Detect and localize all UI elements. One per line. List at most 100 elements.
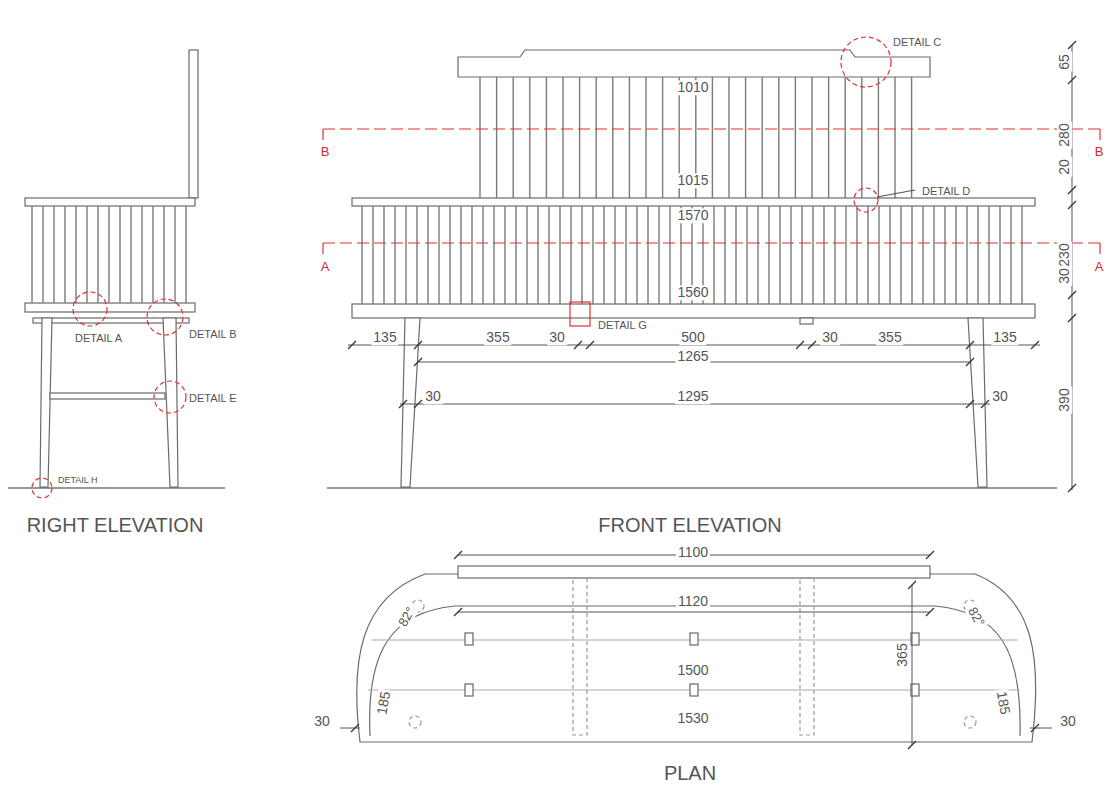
- spindle: [834, 206, 835, 304]
- detail-callout: DETAIL C: [891, 36, 943, 48]
- spindle: [878, 77, 879, 198]
- spindle: [185, 206, 186, 303]
- dimension-tick: [574, 341, 582, 349]
- spindle: [562, 77, 563, 198]
- dimension: 30: [547, 330, 567, 345]
- spindle: [614, 206, 615, 304]
- dimension-tick: [966, 358, 974, 366]
- spindle: [1021, 206, 1022, 304]
- spindle: [867, 206, 868, 304]
- spindle: [152, 206, 153, 303]
- detail-callout: DETAIL H: [56, 476, 100, 486]
- dimension: 135: [371, 330, 398, 345]
- spindle: [548, 206, 549, 304]
- dimension: 30: [1058, 714, 1078, 729]
- spindle: [460, 206, 461, 304]
- spindle: [1010, 206, 1011, 304]
- spindle: [745, 77, 746, 198]
- spindle: [603, 206, 604, 304]
- dimension: 20: [1057, 157, 1072, 177]
- plan-view: [357, 566, 1036, 742]
- spindle: [728, 77, 729, 198]
- dimension-tick: [1068, 41, 1076, 49]
- detail-callout: DETAIL E: [187, 392, 239, 404]
- dimension-tick: [908, 581, 916, 589]
- dimension-tick: [414, 358, 422, 366]
- dimension-tick: [926, 608, 934, 616]
- detail-callout: DETAIL A: [73, 332, 124, 344]
- dimension: 355: [484, 330, 511, 345]
- spindle: [988, 206, 989, 304]
- dimension: 30: [1057, 266, 1072, 286]
- spindle: [757, 206, 758, 304]
- spindle: [823, 206, 824, 304]
- dimension-tick: [966, 400, 974, 408]
- spindle: [811, 77, 812, 198]
- dimension: 65: [1057, 52, 1072, 72]
- spindle: [658, 206, 659, 304]
- spindle: [163, 206, 164, 303]
- spindle: [900, 206, 901, 304]
- spindle: [361, 206, 362, 304]
- spindle: [130, 206, 131, 303]
- dimension-tick: [414, 400, 422, 408]
- dimension: 1010: [675, 80, 710, 95]
- dimension-tick: [1068, 76, 1076, 84]
- spindle: [482, 206, 483, 304]
- spindle: [479, 77, 480, 198]
- dimension: 1570: [675, 208, 710, 223]
- dimension: 185: [993, 688, 1013, 718]
- dimension: 1560: [675, 285, 710, 300]
- dimension-tick: [351, 724, 359, 732]
- spindle: [42, 206, 43, 303]
- spindle: [592, 206, 593, 304]
- dimension: 1295: [675, 389, 710, 404]
- spindle: [581, 206, 582, 304]
- dimension-tick: [1068, 291, 1076, 299]
- spindle: [31, 206, 32, 303]
- spindle: [515, 206, 516, 304]
- detail-callout: DETAIL B: [187, 328, 239, 340]
- spindle: [894, 77, 895, 198]
- spindle: [493, 206, 494, 304]
- spindle: [438, 206, 439, 304]
- spindle: [762, 77, 763, 198]
- dimension-tick: [966, 341, 974, 349]
- spindle: [795, 77, 796, 198]
- view-title: PLAN: [662, 762, 718, 784]
- spindle: [559, 206, 560, 304]
- dimension: 1015: [675, 173, 710, 188]
- spindle: [383, 206, 384, 304]
- dimension: 230: [1057, 241, 1072, 268]
- spindle: [174, 206, 175, 303]
- spindle: [977, 206, 978, 304]
- dimension-tick: [926, 551, 934, 559]
- spindle: [53, 206, 54, 303]
- dimension-tick: [1068, 186, 1076, 194]
- section-and-detail-marks: [32, 37, 1100, 498]
- dimension-tick: [796, 341, 804, 349]
- spindle: [922, 206, 923, 304]
- spindle: [713, 206, 714, 304]
- dimension: 185: [374, 688, 394, 718]
- spindle: [724, 206, 725, 304]
- dimension: 1500: [675, 663, 710, 678]
- dimension-tick: [348, 341, 356, 349]
- dimension-tick: [399, 400, 407, 408]
- section-mark: B: [1093, 145, 1106, 159]
- spindle: [97, 206, 98, 303]
- spindle: [778, 77, 779, 198]
- spindle: [812, 206, 813, 304]
- dimension: 30: [820, 330, 840, 345]
- spindle: [779, 206, 780, 304]
- view-title: RIGHT ELEVATION: [25, 514, 206, 536]
- right-elevation: [8, 50, 225, 488]
- spindle: [496, 77, 497, 198]
- section-mark: B: [319, 145, 332, 159]
- spindle: [889, 206, 890, 304]
- spindle: [911, 206, 912, 304]
- spindle: [108, 206, 109, 303]
- dimension: 500: [679, 330, 706, 345]
- spindle: [647, 206, 648, 304]
